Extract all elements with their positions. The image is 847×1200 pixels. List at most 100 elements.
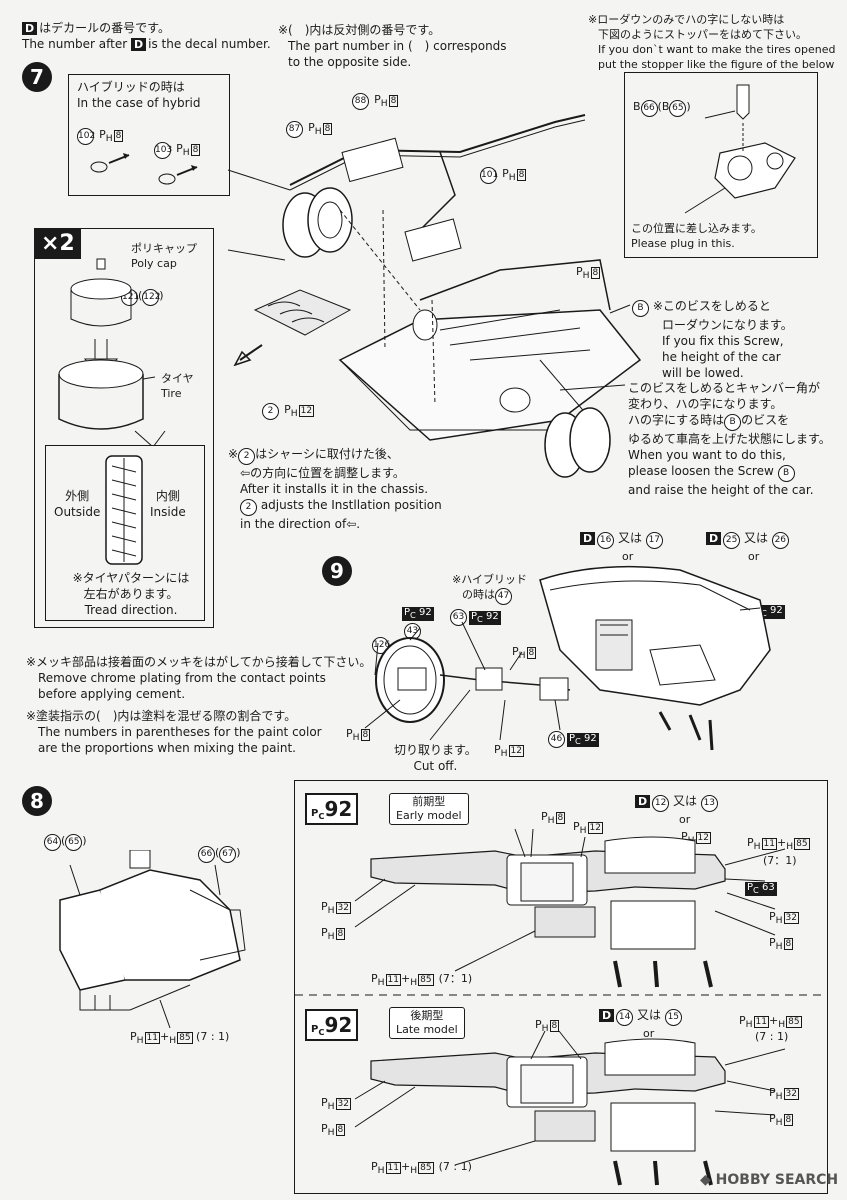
screw-en2: he height of the car — [662, 350, 781, 364]
step9-hybrid-jp2: の時は — [462, 588, 495, 601]
late-model-label: 後期型 Late model — [389, 1007, 465, 1039]
or-jp-2: 又は — [743, 531, 768, 545]
or-jp-4: 又は — [636, 1008, 661, 1022]
decal-26-circle: 26 — [771, 532, 789, 549]
tread-en: Tread direction. — [84, 603, 178, 617]
camber-en2: please loosen the Screw — [628, 464, 774, 478]
screw-b-circle: B — [632, 300, 649, 317]
lowdown-note-en2: put the stopper like the figure of the b… — [598, 58, 835, 71]
or-en-3: or — [679, 813, 691, 826]
decal-12-circle: 12 — [652, 795, 670, 812]
seat-drawing — [59, 850, 246, 1029]
tread-pattern — [105, 455, 143, 565]
dash-ratio-a: (7：1) — [763, 854, 797, 868]
early-en: Early model — [396, 809, 462, 822]
decal-note-en1: The number after — [22, 37, 128, 51]
part-66-circle: 66 — [640, 100, 658, 117]
tread-jp2: 左右があります。 — [83, 587, 179, 601]
inside-label: 内側 Inside — [150, 488, 186, 520]
polycap-jp: ポリキャップ — [131, 242, 197, 255]
dash-ratio-b: (7：1) — [438, 972, 473, 985]
late-en: Late model — [396, 1023, 458, 1036]
part-64-circle: 64 — [44, 834, 61, 851]
adjust-part-2: 2 — [238, 448, 256, 465]
part-63-circle: 63 — [450, 609, 467, 626]
arrow-left-icon: ⇦ — [240, 466, 251, 480]
part-66-label: 66(67) — [198, 846, 241, 863]
adjust-jp2: の方向に位置を調整します。 — [250, 466, 405, 480]
or-jp-1: 又は — [617, 531, 642, 545]
decal-15-circle: 15 — [664, 1009, 682, 1026]
paint-jp: ※塗装指示の( )内は塗料を混ぜる際の割合です。 — [26, 709, 297, 723]
cut-jp: 切り取ります。 — [394, 743, 477, 757]
opposite-note: ※( )内は反対側の番号です。 The part number in ( ) c… — [278, 22, 507, 70]
tire-jp: タイヤ — [161, 372, 194, 385]
step-8-badge: 8 — [22, 786, 52, 816]
decal-25-circle: 25 — [723, 532, 741, 549]
camber-jp2: 変わり、ハの字になります。 — [628, 397, 783, 411]
screw-jp1: ※このビスをしめると — [652, 299, 771, 313]
adjust-mark: ※ — [228, 447, 239, 461]
decal-16-circle: 16 — [597, 532, 615, 549]
polycap-label: ポリキャップ Poly cap — [131, 241, 197, 271]
adjust-part-2b: 2 — [240, 499, 257, 516]
decal-14-circle: 14 — [616, 1009, 634, 1026]
camber-en1: When you want to do this, — [628, 448, 786, 462]
step7-drawing — [227, 114, 642, 478]
dash-drawing — [295, 828, 827, 1186]
dash-ratio-c: (7 : 1) — [755, 1030, 789, 1044]
inside-en: Inside — [150, 505, 186, 519]
hybrid-en: In the case of hybrid — [77, 96, 201, 110]
part-65-circle-b: 65 — [65, 834, 83, 851]
plug-jp: この位置に差し込みます。 — [631, 222, 762, 235]
arrow-left-icon-2: ⇦ — [346, 517, 357, 531]
part-126-circle: 126 — [372, 637, 390, 654]
adjust-en1: After it installs it in the chassis. — [240, 482, 429, 496]
tread-note: ※タイヤパターンには 左右があります。 Tread direction. — [66, 570, 196, 618]
tread-jp1: ※タイヤパターンには — [72, 571, 190, 585]
opposite-note-en1: The part number in ( ) corresponds — [288, 39, 507, 53]
decal-d-badge: D — [22, 22, 38, 35]
part-46-circle: 46 — [548, 731, 565, 748]
camber-b-circle: B — [724, 414, 742, 431]
watermark-text: HOBBY SEARCH — [715, 1172, 839, 1188]
adjust-en2: adjusts the Instllation position — [260, 498, 442, 512]
pc92-badge-early: PC92 — [305, 793, 359, 825]
part-88-circle: 88 — [352, 93, 369, 110]
decal-17-circle: 17 — [645, 532, 663, 549]
part-122-circle: 122 — [142, 289, 160, 306]
screw-jp2: ローダウンになります。 — [662, 318, 793, 332]
lowdown-note-jp2: 下図のようにストッパーをはめて下さい。 — [598, 28, 807, 41]
screw-note: B ※このビスをしめると ローダウンになります。 If you fix this… — [632, 298, 793, 381]
camber-jp1: このビスをしめるとキャンバー角が — [628, 381, 821, 395]
screw-en1: If you fix this Screw, — [662, 334, 784, 348]
dash-pc63: PC 63 — [745, 882, 777, 896]
part-65-circle: 65 — [669, 100, 687, 117]
part-87-circle: 87 — [286, 121, 303, 138]
x2-badge: ×2 — [35, 229, 81, 259]
part-47-circle: 47 — [495, 588, 512, 605]
